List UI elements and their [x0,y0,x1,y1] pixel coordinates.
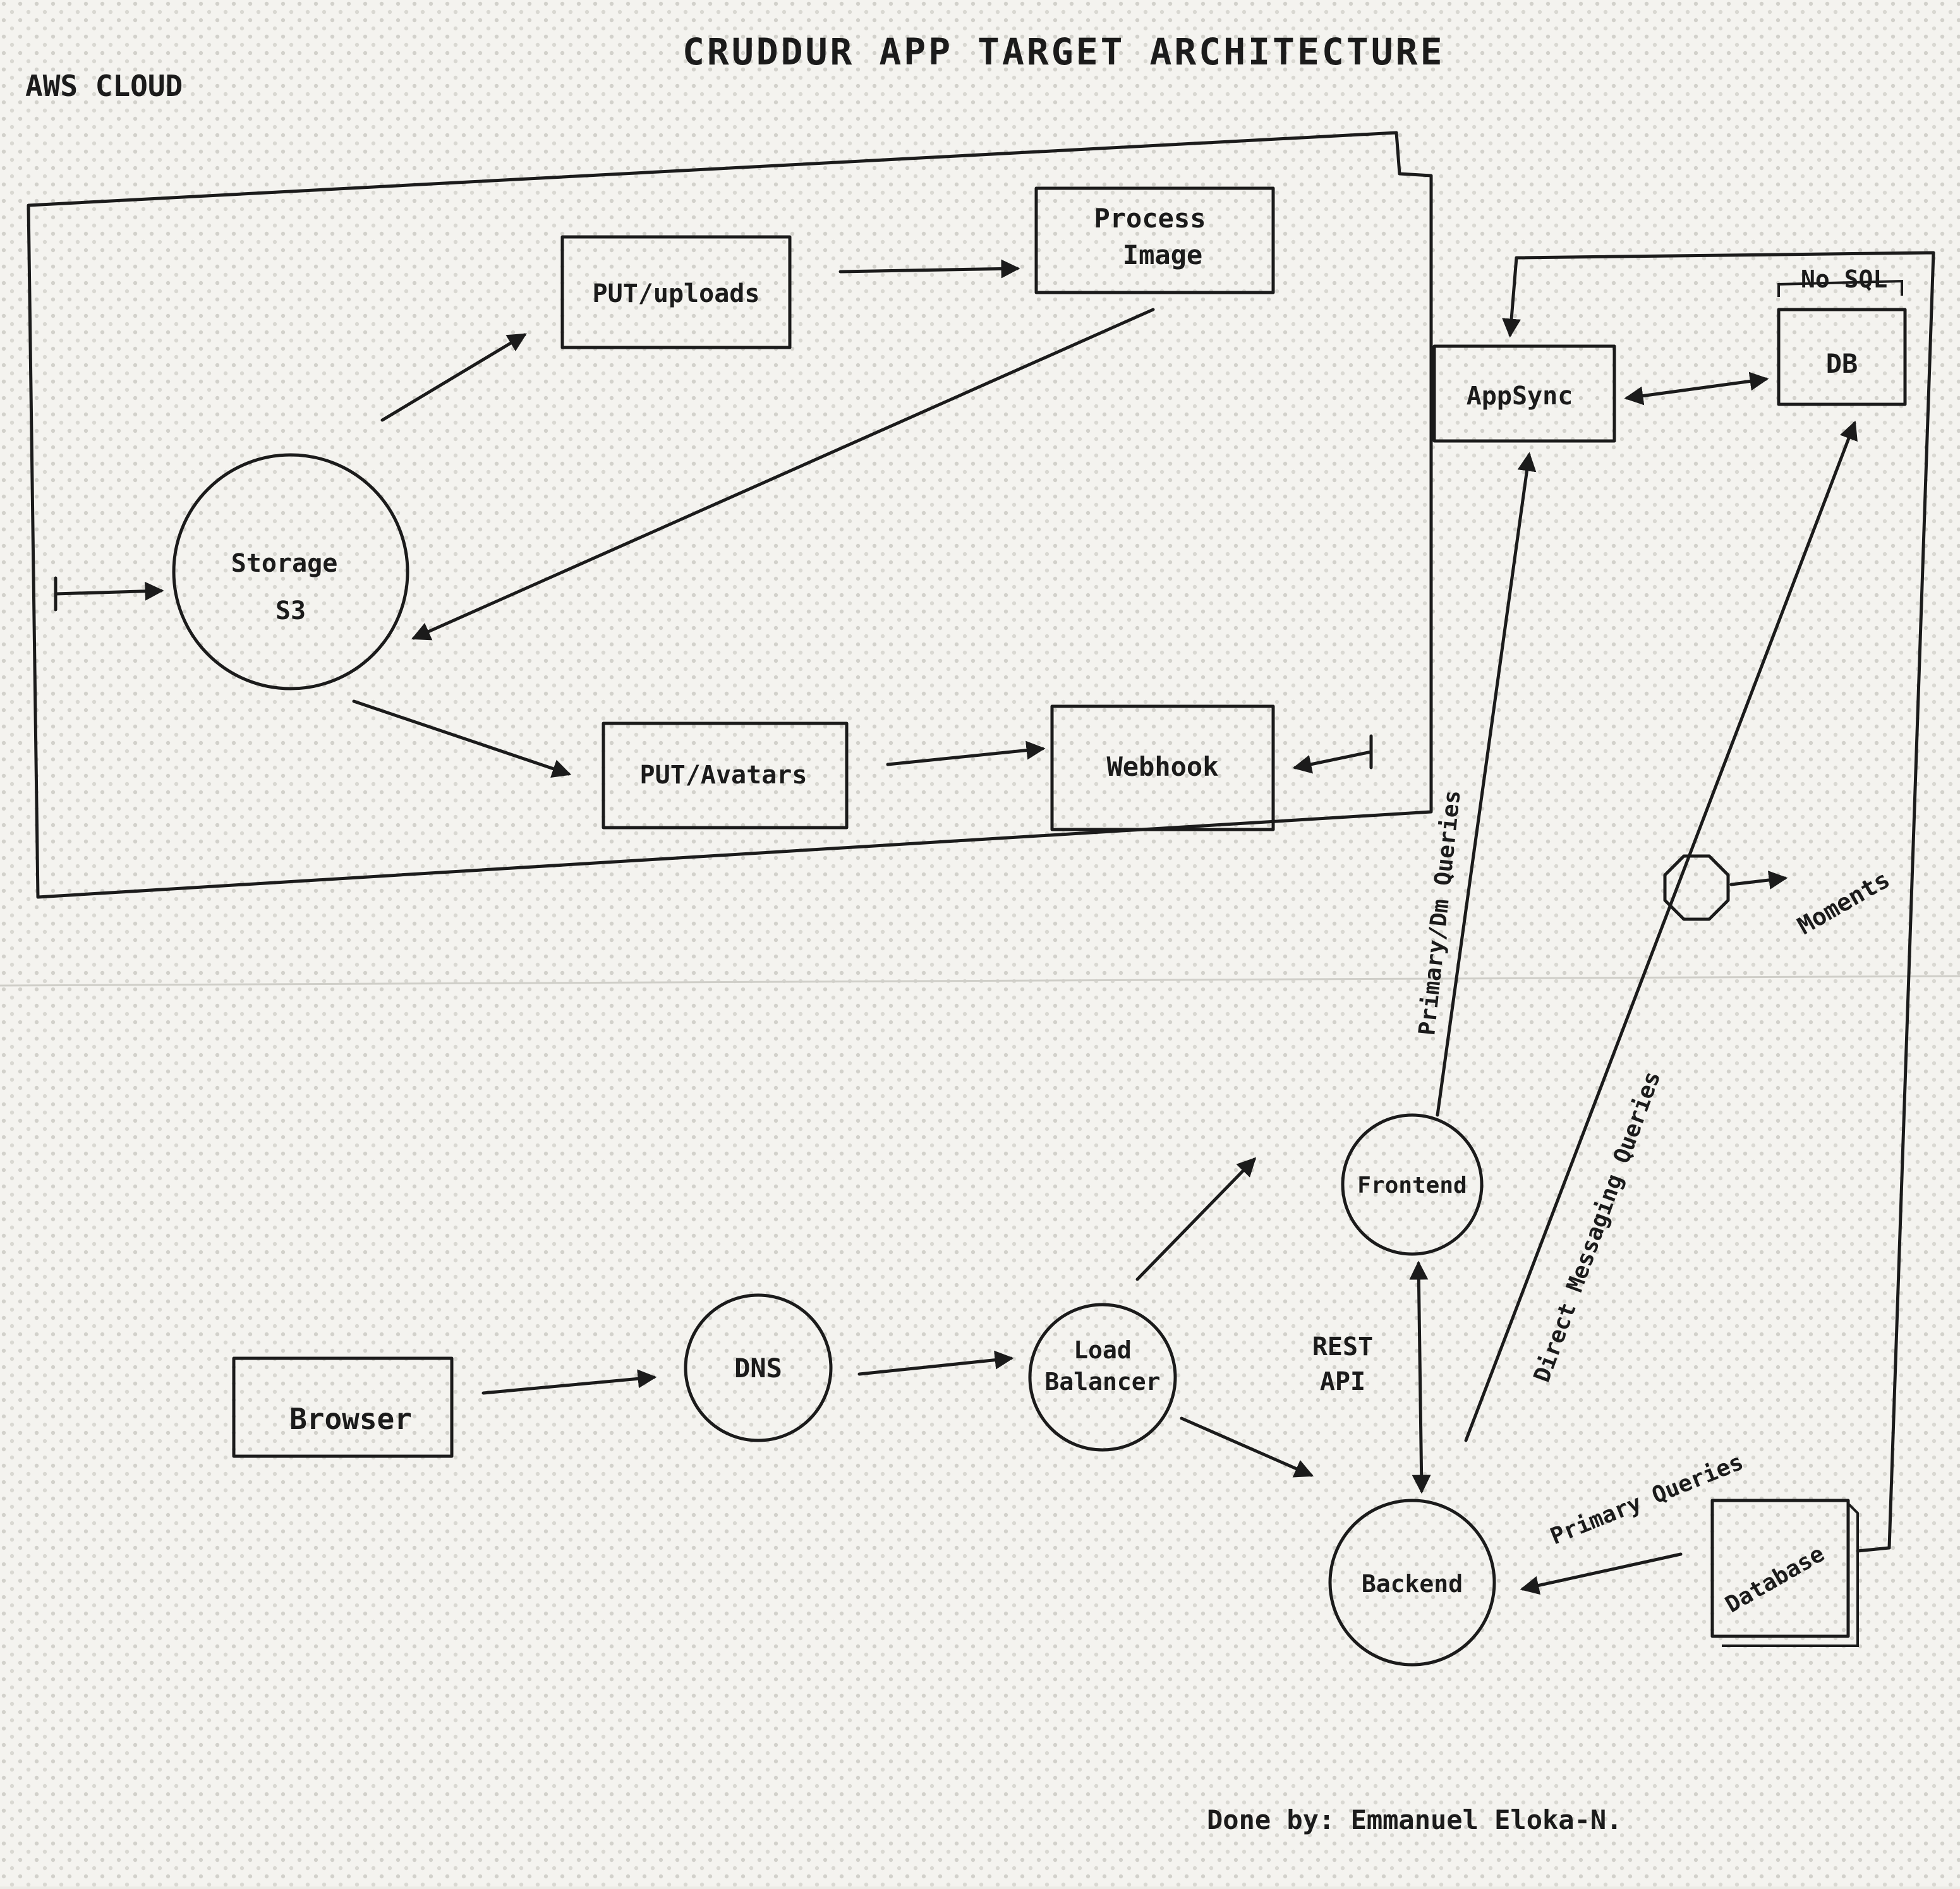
put-avatars-label: PUT/Avatars [640,761,808,790]
backend-label: Backend [1362,1570,1463,1598]
database-box-stack [1722,1502,1859,1647]
aws-cloud-boundary [27,131,1433,899]
browser-label: Browser [289,1402,412,1436]
edge-backend-to-db [1464,420,1858,1442]
process-image-box [1034,186,1275,294]
storage-s3-circle [172,453,409,691]
backend-circle [1328,1499,1496,1667]
paper-fold [0,975,1960,987]
rest-api-label-2: API [1320,1367,1365,1396]
edge-process-to-s3 [411,308,1155,641]
dns-circle [684,1293,833,1442]
s3-label: S3 [275,596,306,625]
junction-octagon [1663,854,1730,921]
db-box [1777,308,1907,406]
edge-webhook-external [1292,750,1373,774]
appsync-label: AppSync [1467,382,1573,411]
frontend-circle [1341,1113,1484,1256]
edge-avatars-to-webhook [886,740,1046,766]
load-balancer-label-2: Balancer [1044,1368,1160,1396]
edge-browser-to-dns [481,1369,657,1395]
aws-cloud-label: AWS CLOUD [25,69,183,103]
storage-label: Storage [231,549,338,578]
nosql-bracket [1777,279,1903,297]
rest-api-label-1: REST [1312,1332,1373,1361]
webhook-box [1050,704,1275,831]
put-uploads-label: PUT/uploads [593,279,760,308]
browser-box [232,1356,454,1458]
put-uploads-box [560,235,792,349]
edge-frontend-to-appsync [1436,452,1537,1117]
dns-label: DNS [734,1353,782,1384]
process-image-label-1: Process [1094,203,1206,234]
database-box [1710,1499,1850,1638]
webhook-label: Webhook [1106,751,1218,782]
appsync-box [1432,344,1616,443]
load-balancer-label-1: Load [1074,1336,1132,1364]
database-appsync-link [1502,251,1935,1553]
nosql-label: No SQL [1801,265,1887,293]
load-balancer-circle [1028,1303,1177,1452]
edge-lb-to-backend [1180,1416,1314,1478]
frontend-label: Frontend [1357,1173,1467,1198]
edge-entry-to-s3 [54,581,164,601]
process-image-label-2: Image [1123,239,1202,270]
db-label: DB [1826,348,1858,379]
edge-frontend-backend [1409,1260,1431,1494]
signature: Done by: Emmanuel Eloka-N. [1207,1804,1622,1835]
edge-database-to-backend [1520,1552,1683,1595]
edge-appsync-db [1624,371,1769,406]
edge-uploads-to-process [838,259,1020,279]
edge-s3-to-uploads [380,333,527,422]
diagram-title: CRUDDUR APP TARGET ARCHITECTURE [682,30,1445,73]
edge-dns-to-lb [857,1350,1014,1376]
put-avatars-box [602,721,849,830]
edge-lb-to-frontend [1135,1157,1257,1281]
edge-junction-to-moments [1729,871,1788,890]
edge-s3-to-avatars [352,699,572,778]
